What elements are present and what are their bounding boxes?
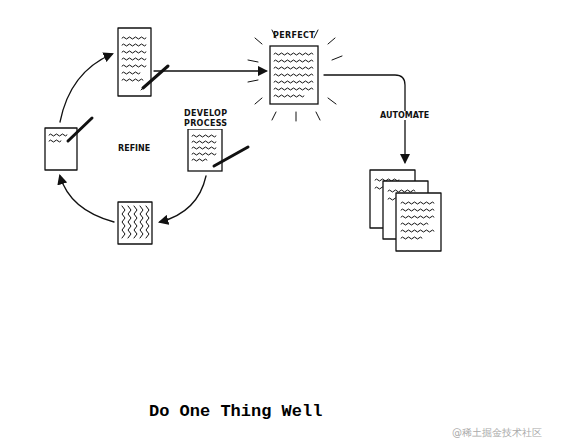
document-stack xyxy=(370,170,441,251)
document-icon xyxy=(45,118,92,170)
flow-arrow xyxy=(154,70,266,71)
arrow-label: AUTOMATE xyxy=(380,111,429,120)
cycle-arrow xyxy=(60,54,112,122)
document-outline xyxy=(266,45,322,107)
diagram-caption: Do One Thing Well xyxy=(149,402,322,421)
crumpled-document xyxy=(118,202,152,244)
document-node: DEVELOP PROCESS xyxy=(184,109,254,175)
node-heading: PERFECT xyxy=(266,31,322,41)
cycle-label: REFINE xyxy=(118,144,150,153)
document-icon xyxy=(118,28,168,96)
document-outline xyxy=(184,129,254,175)
shine-rays xyxy=(248,30,342,121)
cycle-arrow xyxy=(60,176,114,222)
document-node: PERFECT xyxy=(266,31,322,107)
watermark: @稀土掘金技术社区 xyxy=(452,426,542,440)
cycle-arrow xyxy=(160,176,206,222)
node-heading: DEVELOP PROCESS xyxy=(184,109,234,129)
